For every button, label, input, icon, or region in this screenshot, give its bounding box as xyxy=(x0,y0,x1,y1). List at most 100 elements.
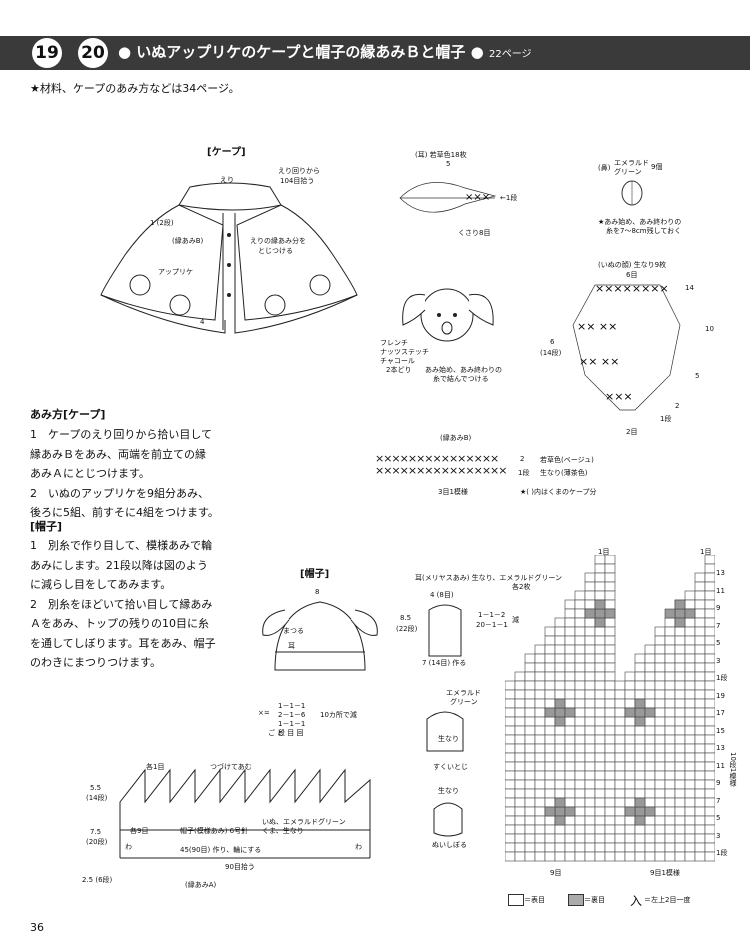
grid-cell xyxy=(694,680,706,691)
grid-cell xyxy=(584,752,596,763)
grid-cell xyxy=(684,662,696,673)
grid-cell xyxy=(524,725,536,736)
instr-cape-line: 2 いぬのアップリケを9組分あみ、 xyxy=(30,486,209,500)
grid-cell xyxy=(704,833,715,844)
purl-cell xyxy=(684,608,696,619)
grid-cell xyxy=(694,851,706,862)
face-title: (いぬの顔) 生なり9枚 xyxy=(598,261,667,269)
header-page-ref: 22ページ xyxy=(488,49,532,60)
grid-cell xyxy=(634,824,646,835)
grid-cell xyxy=(694,689,706,700)
grid-cell xyxy=(564,824,576,835)
grid-cell xyxy=(505,743,516,754)
grid-cell xyxy=(604,635,616,646)
ear-chain: くさり8目 xyxy=(458,229,491,237)
purl-cell xyxy=(554,806,566,817)
cape-label-attach2: とじつける xyxy=(258,247,293,255)
grid-cell xyxy=(664,725,676,736)
grid-cell xyxy=(505,815,516,826)
grid-cell xyxy=(564,734,576,745)
grid-cell xyxy=(524,815,536,826)
grid-cell xyxy=(574,797,586,808)
grid-cell xyxy=(624,833,636,844)
grid-cell xyxy=(594,572,606,583)
grid-cell xyxy=(684,779,696,790)
grid-cell xyxy=(704,626,715,637)
grid-cell xyxy=(644,770,656,781)
grid-cell xyxy=(554,788,566,799)
grid-cell xyxy=(604,788,616,799)
grid-cell xyxy=(694,572,706,583)
grid-cell xyxy=(534,779,546,790)
grid-cell xyxy=(604,716,616,727)
grid-cell xyxy=(505,734,516,745)
grid-cell xyxy=(594,851,606,862)
hatear-height2: (22段) xyxy=(396,625,418,633)
instr-hat-line: 1 別糸で作り目して、模様あみで輪 xyxy=(30,539,213,552)
purl-cell xyxy=(594,617,606,628)
grid-cell xyxy=(564,815,576,826)
nose-note2: 糸を7～8cm残しておく xyxy=(606,227,682,235)
grid-cell xyxy=(634,734,646,745)
grid-cell xyxy=(704,752,715,763)
grid-cell xyxy=(704,698,715,709)
grid-cell xyxy=(574,644,586,655)
hat-decrease-l2: 2－1－6 xyxy=(278,711,306,719)
grid-cell xyxy=(604,689,616,700)
grid-cell xyxy=(614,779,626,790)
grid-cell xyxy=(614,761,626,772)
grid-cell xyxy=(674,761,686,772)
grid-cell xyxy=(624,824,636,835)
instr-hat-line: Ａをあみ、トップの残りの10目に糸 xyxy=(30,617,209,630)
grid-cell xyxy=(505,824,516,835)
grid-cell xyxy=(584,662,596,673)
grid-cell xyxy=(505,797,516,808)
grid-cell xyxy=(554,752,566,763)
grid-cell xyxy=(674,626,686,637)
grid-cell xyxy=(594,725,606,736)
purl-cell xyxy=(634,698,646,709)
grid-cell xyxy=(684,671,696,682)
grid-cell xyxy=(644,734,656,745)
grid-cell xyxy=(664,635,676,646)
grid-cell xyxy=(574,599,586,610)
instr-hat-line: を通してしぼります。耳をあみ、帽子 xyxy=(30,636,216,650)
grid-cell xyxy=(614,698,626,709)
grid-cell xyxy=(644,788,656,799)
grid-cell xyxy=(514,770,526,781)
diag-h2b: (20段) xyxy=(86,838,108,846)
grid-cell xyxy=(664,743,676,754)
diag-continue: つづけてあむ xyxy=(210,763,252,771)
grid-cell xyxy=(505,725,516,736)
edgeb-note: ★( )内はくまのケープ分 xyxy=(520,488,597,496)
grid-cell xyxy=(634,770,646,781)
grid-cell xyxy=(574,734,586,745)
grid-cell xyxy=(704,716,715,727)
grid-cell xyxy=(534,806,546,817)
grid-cell xyxy=(634,689,646,700)
grid-cell xyxy=(614,680,626,691)
grid-cell xyxy=(624,815,636,826)
grid-cell xyxy=(524,806,536,817)
grid-cell xyxy=(604,770,616,781)
grid-cell xyxy=(694,626,706,637)
ear-title: (耳) 若草色18枚 xyxy=(415,151,467,159)
hat-title: [帽子] xyxy=(300,569,330,580)
grid-cell xyxy=(594,761,606,772)
legend-knit-box xyxy=(508,894,524,906)
grid-cell xyxy=(554,824,566,835)
grid-cell xyxy=(694,770,706,781)
grid-cell xyxy=(684,599,696,610)
hat-decrease-l1: 1－1－1 xyxy=(278,702,306,710)
grid-cell xyxy=(654,779,666,790)
purl-cell xyxy=(564,806,576,817)
grid-cell xyxy=(534,662,546,673)
grid-cell xyxy=(584,572,596,583)
grid-cell xyxy=(534,788,546,799)
grid-cell xyxy=(544,770,556,781)
grid-cell xyxy=(634,662,646,673)
purl-cell xyxy=(554,716,566,727)
grid-cell xyxy=(594,698,606,709)
grid-cell xyxy=(704,599,715,610)
purl-cell xyxy=(624,806,636,817)
